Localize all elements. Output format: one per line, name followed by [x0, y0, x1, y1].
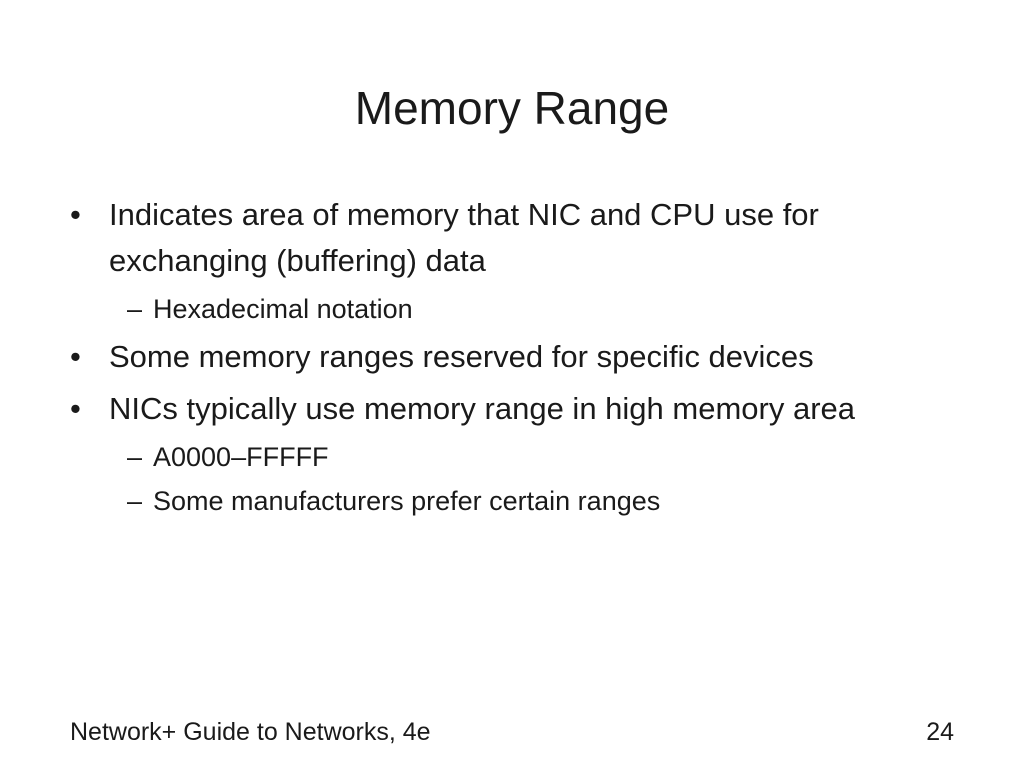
sub-bullet-text: A0000–FFFFF: [153, 442, 329, 472]
dash-marker: –: [127, 294, 143, 324]
bullet-item: • NICs typically use memory range in hig…: [70, 386, 970, 432]
bullet-list: • Indicates area of memory that NIC and …: [70, 192, 970, 520]
sub-bullet-item: – Some manufacturers prefer certain rang…: [70, 482, 970, 520]
dash-marker: –: [127, 442, 143, 472]
bullet-item: • Indicates area of memory that NIC and …: [70, 192, 970, 284]
sub-bullet-item: – A0000–FFFFF: [70, 438, 970, 476]
bullet-item: • Some memory ranges reserved for specif…: [70, 334, 970, 380]
bullet-text: NICs typically use memory range in high …: [109, 391, 855, 426]
bullet-marker: •: [70, 197, 81, 232]
sub-bullet-text: Some manufacturers prefer certain ranges: [153, 486, 661, 516]
dash-marker: –: [127, 486, 143, 516]
sub-bullet-text: Hexadecimal notation: [153, 294, 413, 324]
bullet-text: Some memory ranges reserved for specific…: [109, 339, 814, 374]
bullet-text: Indicates area of memory that NIC and CP…: [109, 197, 819, 278]
sub-bullet-item: – Hexadecimal notation: [70, 290, 970, 328]
slide-title: Memory Range: [354, 82, 670, 134]
page-number: 24: [926, 718, 954, 746]
bullet-marker: •: [70, 391, 81, 426]
bullet-marker: •: [70, 339, 81, 374]
footer-book-title: Network+ Guide to Networks, 4e: [70, 718, 431, 746]
